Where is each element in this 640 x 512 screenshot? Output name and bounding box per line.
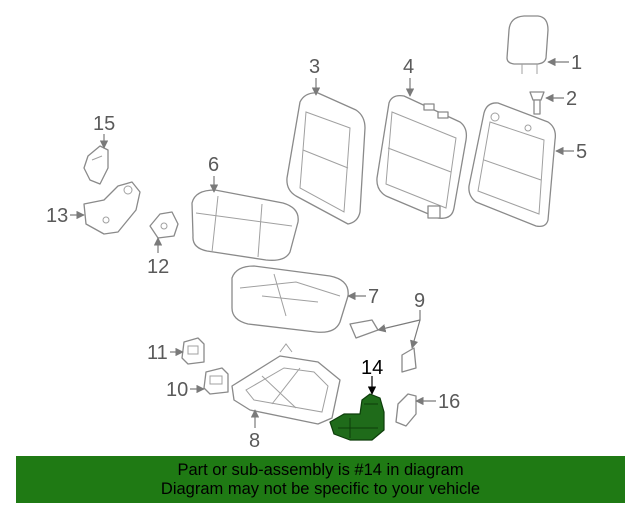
callout-3: 3 [309,56,320,78]
leader-lines [70,57,574,428]
highlighted-bracket-part-14[interactable] [329,393,385,441]
cushion-frame-part-8 [231,343,341,425]
cushion-pad-part-7 [231,265,349,333]
info-banner: Part or sub-assembly is #14 in diagram D… [16,456,625,503]
callout-7: 7 [368,286,379,308]
cover-part-16 [395,393,417,427]
headrest-part-1 [506,15,549,74]
callout-5: 5 [576,141,587,163]
callout-1: 1 [571,52,582,74]
callout-12: 12 [147,256,169,278]
callout-labels: 1 2 3 4 5 6 7 8 9 10 11 12 13 14 15 16 [46,52,587,452]
cover-part-15 [83,145,109,185]
callout-13: 13 [46,205,68,227]
seatback-frame-part-5 [468,102,556,228]
hinge-bracket-part-13 [83,181,141,235]
callout-16: 16 [438,391,460,413]
callout-4: 4 [403,56,414,78]
callout-11: 11 [147,342,168,364]
seatback-cover-part-3 [286,92,366,225]
callout-14: 14 [361,357,383,379]
switch-part-10 [203,367,229,395]
callout-10: 10 [166,379,188,401]
callout-8: 8 [249,430,260,452]
callout-2: 2 [566,88,577,110]
switch-part-11 [181,337,205,365]
banner-line-1: Part or sub-assembly is #14 in diagram [177,460,464,479]
info-banner-background [16,456,625,503]
seatback-pad-part-4 [376,95,468,219]
callout-9: 9 [414,290,425,312]
banner-line-2: Diagram may not be specific to your vehi… [160,479,481,498]
callout-6: 6 [208,154,219,176]
bracket-part-12 [149,211,179,239]
cushion-cover-part-6 [191,189,299,261]
callout-15: 15 [93,113,115,135]
headrest-guide-part-2 [529,91,545,115]
